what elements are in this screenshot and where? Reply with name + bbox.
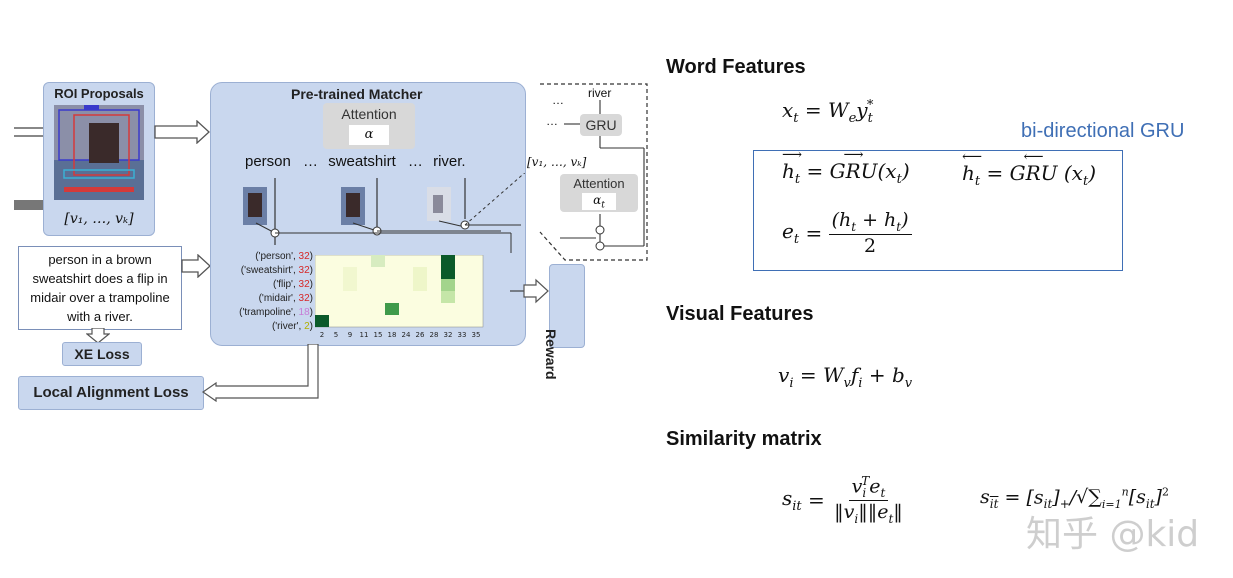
local-alignment-loss-label: Local Alignment Loss	[33, 384, 189, 401]
left-input-arrows	[14, 127, 44, 210]
matcher-words-row: person … sweatshirt … river.	[245, 153, 466, 170]
caption-to-matcher-arrow	[181, 254, 211, 278]
attention-alpha: α	[364, 127, 374, 142]
heatmap-x-tick: 11	[360, 331, 369, 339]
eq-combined-gru: et = (ht + ht) 2	[782, 209, 912, 257]
row-label-person: ('person', 32)	[255, 251, 313, 262]
word-river: river.	[433, 153, 466, 170]
heatmap-x-tick: 26	[416, 331, 425, 339]
eq-visual-feature: vi = Wvfi + bv	[778, 363, 913, 391]
heatmap-x-tick: 15	[374, 331, 383, 339]
gru-alpha: α	[593, 193, 602, 207]
attention-label: Attention	[341, 106, 397, 122]
heatmap-x-tick: 32	[444, 331, 453, 339]
matcher-to-loss-arrow	[201, 344, 319, 402]
gru-connections	[560, 100, 645, 251]
xe-loss-box: XE Loss	[62, 342, 142, 366]
roi-to-matcher-arrow	[154, 120, 210, 144]
word-ellipsis-2: …	[407, 153, 423, 170]
gru-block: GRU	[580, 114, 622, 136]
gru-top-word: river	[588, 86, 612, 100]
eq-normalized-similarity: sit = [sit]+/√∑i=1n[sit]2	[980, 486, 1169, 512]
local-alignment-loss-box: Local Alignment Loss	[18, 376, 204, 410]
roi-title: ROI Proposals	[54, 86, 144, 101]
bi-gru-label: bi-directional GRU	[1021, 120, 1185, 142]
reward-box: Reward	[543, 264, 585, 380]
heatmap-x-tick: 5	[334, 331, 338, 339]
row-label-sweatshirt: ('sweatshirt', 32)	[240, 265, 313, 276]
gru-dashed-region	[539, 83, 648, 261]
xe-loss-label: XE Loss	[74, 346, 130, 362]
row-label-flip: ('flip', 32)	[273, 279, 313, 290]
roi-proposals-box: ROI Proposals [v₁, …, vₖ]	[43, 82, 155, 236]
reward-label: Reward	[543, 329, 559, 380]
gru-alpha-box: αt	[582, 193, 616, 210]
similarity-matrix-heading: Similarity matrix	[666, 428, 822, 450]
heatmap-x-tick: 2	[320, 331, 324, 339]
heatmap-x-tick: 33	[458, 331, 467, 339]
bi-gru-box: ht⟶ = GRU⟶(xt) ht⟵ = GRU⟵ (xt) et = (ht …	[753, 147, 1123, 271]
matcher-to-reward-arrow	[510, 278, 549, 304]
caption-down-arrow	[86, 328, 110, 344]
eq-word-embedding: xt = Weyt*	[782, 98, 874, 126]
heatmap-x-tick: 18	[388, 331, 397, 339]
gru-attention-block: Attention αt	[560, 174, 638, 212]
eq-backward-gru: ht⟵ = GRU⟵ (xt)	[962, 149, 1096, 189]
thumb-person	[243, 187, 267, 225]
roi-image	[54, 105, 144, 200]
heatmap-x-tick: 9	[348, 331, 352, 339]
gru-attention-label: Attention	[573, 176, 625, 191]
thumb-sweatshirt	[341, 187, 365, 225]
similarity-heatmap: 2 5 9 11 15 18 24 26 28 32 33 35	[315, 255, 484, 339]
watermark: 知乎 @kid	[1026, 514, 1200, 555]
thumb-river	[427, 187, 451, 221]
word-sweatshirt: sweatshirt	[328, 153, 396, 170]
caption-box: person in a brown sweatshirt does a flip…	[18, 246, 182, 330]
pretrained-matcher-box: Pre-trained Matcher Attention α person ……	[210, 82, 526, 346]
gru-alpha-sub: t	[601, 200, 605, 211]
caption-text: person in a brown sweatshirt does a flip…	[30, 252, 170, 324]
attention-block: Attention α	[323, 103, 415, 149]
roi-vectors: [v₁, …, vₖ]	[64, 211, 134, 227]
word-features-heading: Word Features	[666, 56, 806, 78]
eq-similarity: sit = viTet ‖vi‖‖et‖	[782, 474, 903, 526]
row-label-midair: ('midair', 32)	[258, 293, 313, 304]
heatmap-x-tick: 24	[402, 331, 411, 339]
row-label-trampoline: ('trampoline', 18)	[239, 307, 313, 318]
attention-alpha-box: α	[349, 125, 389, 145]
gru-dots-left: …	[546, 114, 558, 128]
heatmap-x-tick: 35	[472, 331, 481, 339]
visual-features-heading: Visual Features	[666, 303, 814, 325]
gru-dots-top: …	[552, 93, 564, 107]
heatmap-row-labels: ('person', 32) ('sweatshirt', 32) ('flip…	[217, 250, 313, 334]
word-person: person	[245, 153, 291, 170]
matcher-connections	[255, 173, 525, 253]
eq-forward-gru: ht⟶ = GRU⟶(xt)	[782, 147, 910, 187]
row-label-river: ('river', 2)	[271, 321, 313, 332]
heatmap-x-tick: 28	[430, 331, 439, 339]
word-ellipsis-1: …	[303, 153, 319, 170]
gru-vectors: [v₁, …, vₖ]	[527, 155, 587, 169]
matcher-title: Pre-trained Matcher	[291, 86, 423, 102]
